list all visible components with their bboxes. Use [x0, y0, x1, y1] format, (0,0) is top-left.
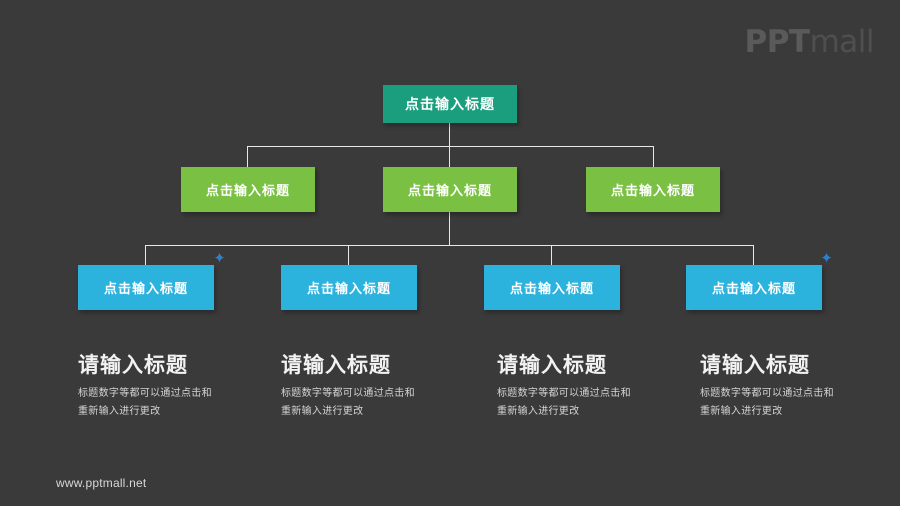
- description-block-3: 请输入标题 标题数字等都可以通过点击和重新输入进行更改: [497, 355, 687, 420]
- node-level2-2[interactable]: 点击输入标题: [383, 167, 517, 212]
- node-level3-3-label: 点击输入标题: [509, 281, 594, 296]
- connector-level3-drop-2: [348, 245, 349, 265]
- description-block-2: 请输入标题 标题数字等都可以通过点击和重新输入进行更改: [281, 355, 471, 420]
- connector-mid-stem: [449, 212, 450, 245]
- connector-level3-drop-4: [753, 245, 754, 265]
- node-level3-2-label: 点击输入标题: [306, 281, 391, 296]
- node-level2-1-label: 点击输入标题: [205, 183, 290, 198]
- node-level2-3[interactable]: 点击输入标题: [586, 167, 720, 212]
- footer-url[interactable]: www.pptmall.net: [56, 476, 147, 490]
- node-level3-4-label: 点击输入标题: [711, 281, 796, 296]
- logo-text-light: mall: [809, 24, 875, 60]
- connector-level3-drop-1: [145, 245, 146, 265]
- connector-level2-drop-3: [653, 146, 654, 167]
- connector-level2-drop-2: [449, 146, 450, 167]
- node-level3-2[interactable]: 点击输入标题: [281, 265, 417, 310]
- description-body-4: 标题数字等都可以通过点击和重新输入进行更改: [700, 388, 834, 417]
- node-level3-3[interactable]: 点击输入标题: [484, 265, 620, 310]
- node-level2-2-label: 点击输入标题: [407, 183, 492, 198]
- description-block-1: 请输入标题 标题数字等都可以通过点击和重新输入进行更改: [78, 355, 268, 420]
- description-title-2: 请输入标题: [281, 354, 391, 377]
- node-level3-4[interactable]: 点击输入标题: [686, 265, 822, 310]
- logo-text-bold: PPT: [744, 24, 810, 60]
- connector-root-stem: [449, 123, 450, 146]
- node-level2-1[interactable]: 点击输入标题: [181, 167, 315, 212]
- connector-level2-bus: [247, 146, 653, 147]
- node-level3-1[interactable]: 点击输入标题: [78, 265, 214, 310]
- connector-level3-bus: [145, 245, 754, 246]
- description-block-4: 请输入标题 标题数字等都可以通过点击和重新输入进行更改: [700, 355, 890, 420]
- connector-level2-drop-1: [247, 146, 248, 167]
- node-level2-3-label: 点击输入标题: [610, 183, 695, 198]
- description-body-2: 标题数字等都可以通过点击和重新输入进行更改: [281, 388, 415, 417]
- star-marker-icon-right: ✦: [820, 250, 833, 267]
- description-title-4: 请输入标题: [700, 354, 810, 377]
- description-title-1: 请输入标题: [78, 354, 188, 377]
- connector-level3-drop-3: [551, 245, 552, 265]
- node-root[interactable]: 点击输入标题: [383, 85, 517, 123]
- star-marker-icon-left: ✦: [213, 250, 226, 267]
- pptmall-logo: PPTmall: [744, 24, 874, 60]
- node-root-label: 点击输入标题: [405, 96, 495, 112]
- description-body-3: 标题数字等都可以通过点击和重新输入进行更改: [497, 388, 631, 417]
- node-level3-1-label: 点击输入标题: [103, 281, 188, 296]
- description-body-1: 标题数字等都可以通过点击和重新输入进行更改: [78, 388, 212, 417]
- description-title-3: 请输入标题: [497, 354, 607, 377]
